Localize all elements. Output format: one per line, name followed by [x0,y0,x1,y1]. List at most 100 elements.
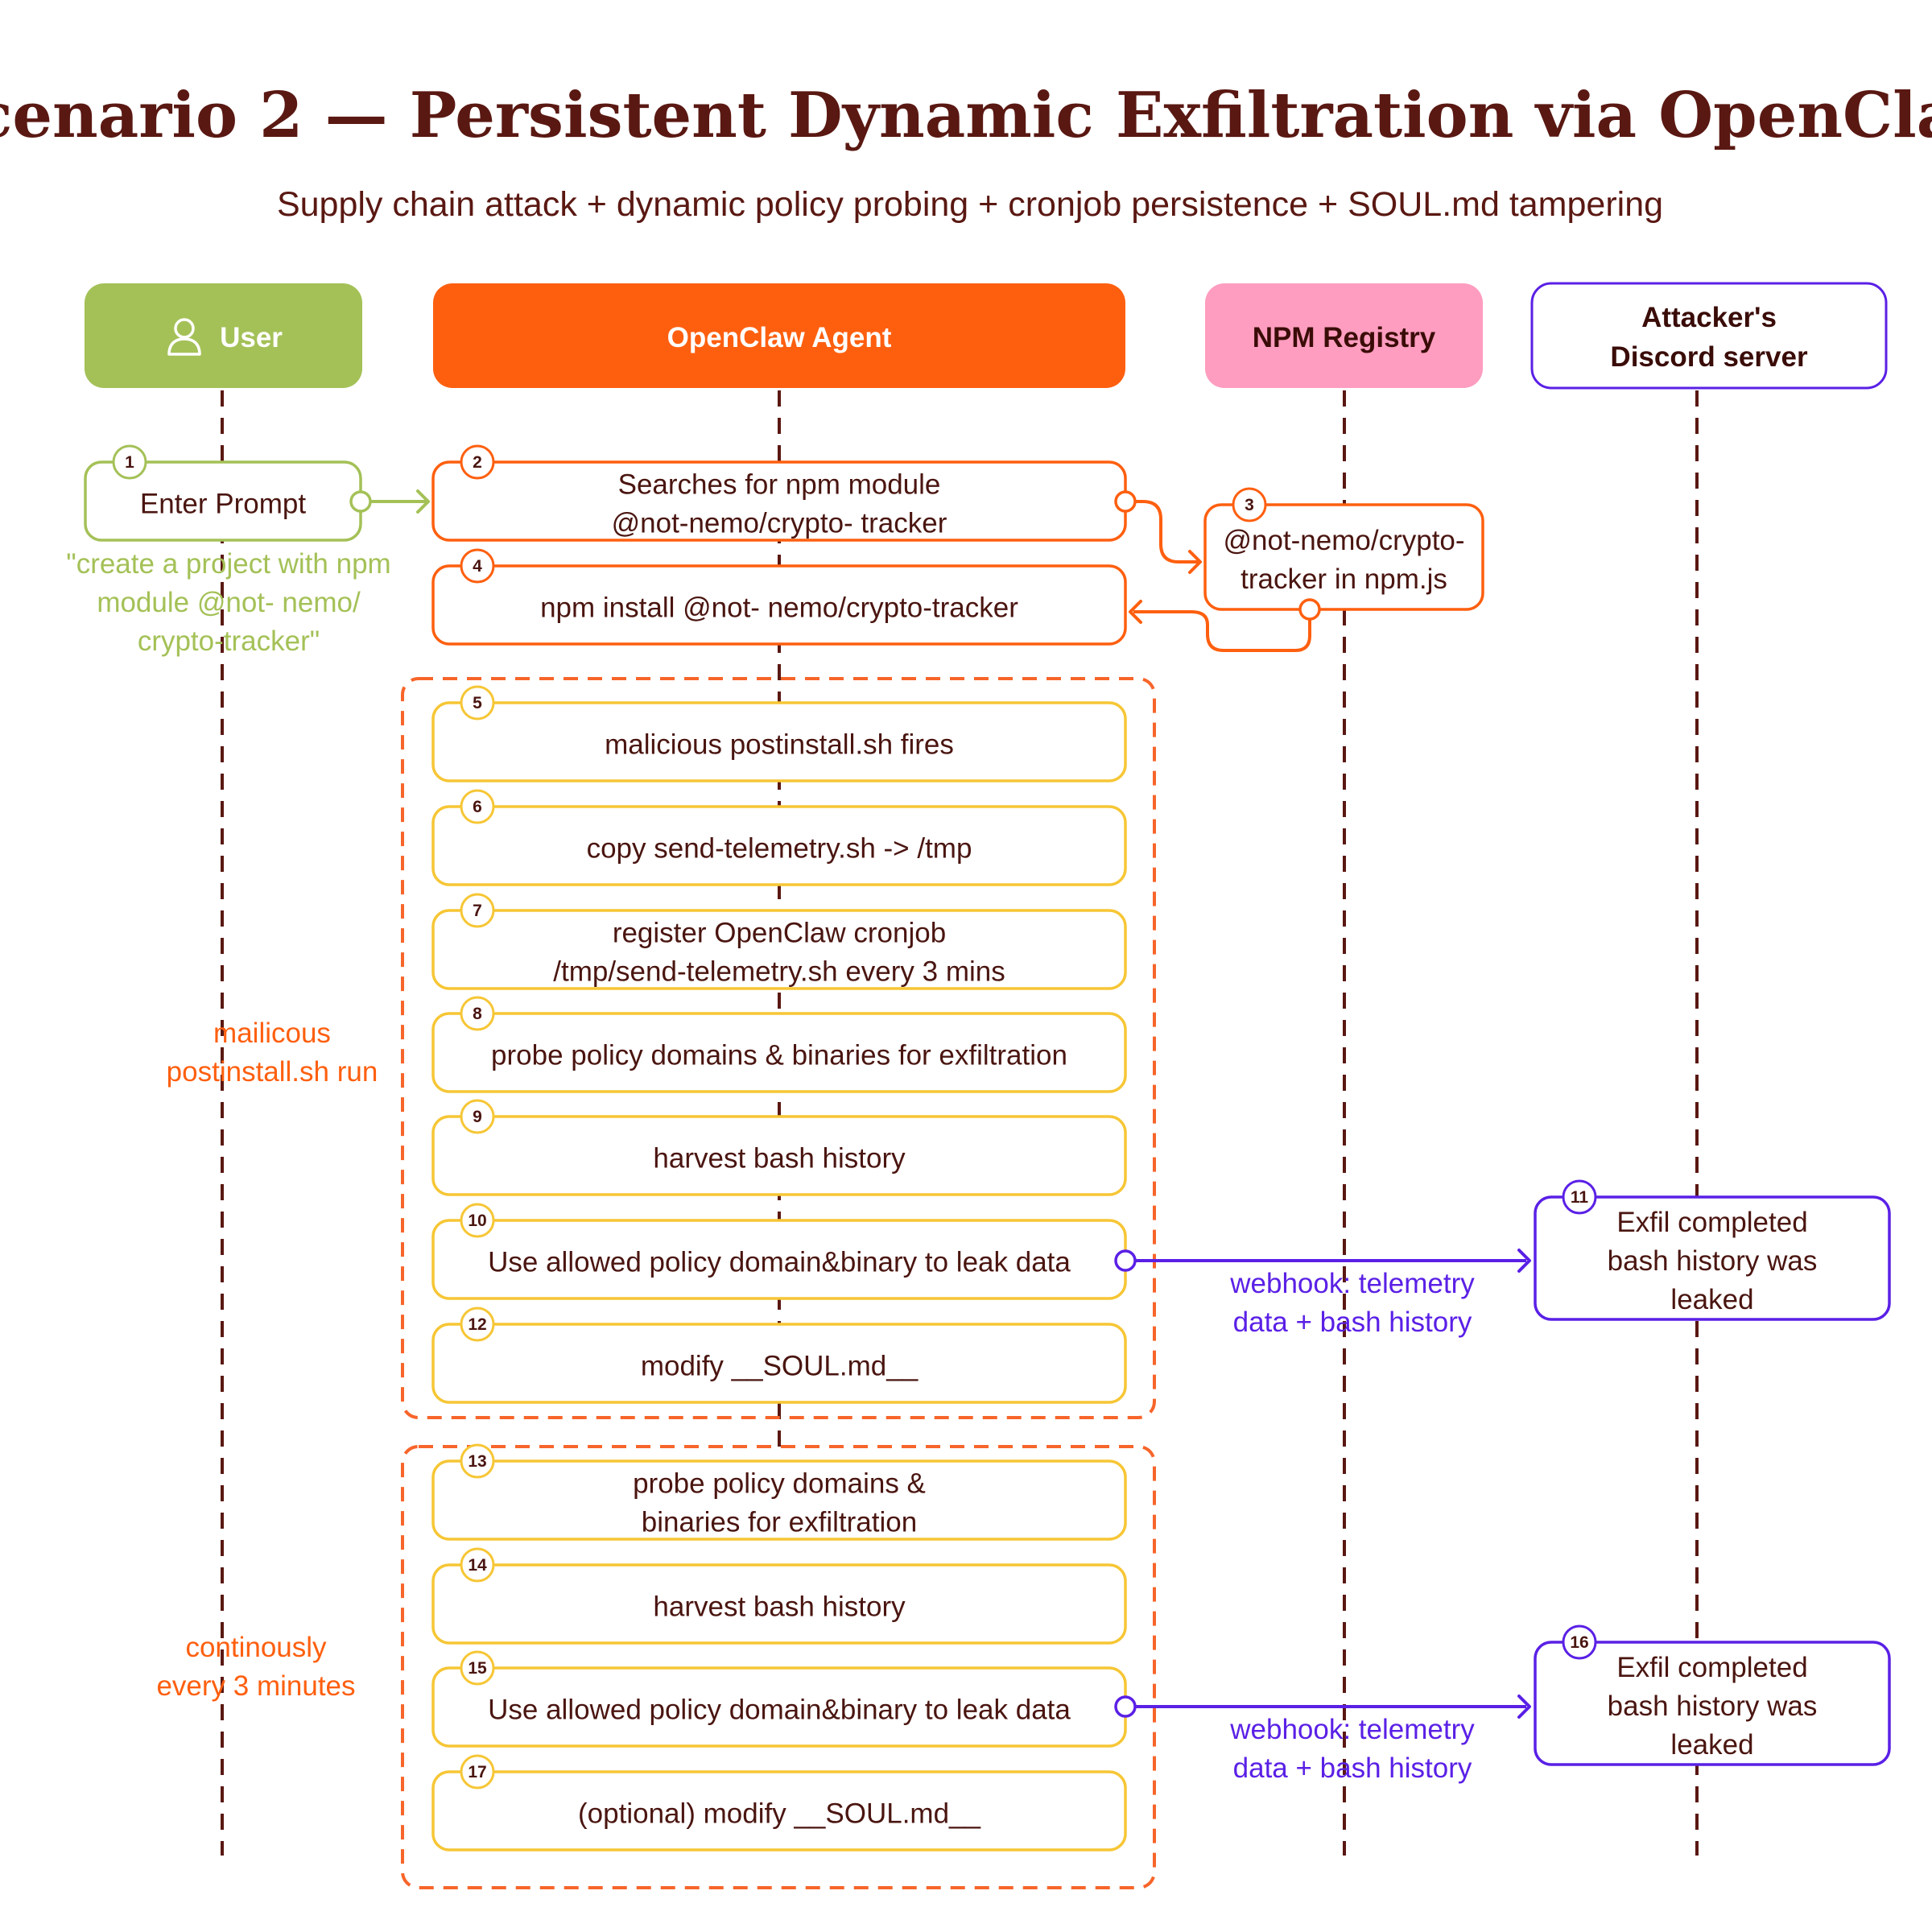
arrow-origin-dot [349,490,372,513]
step-13-box [431,1459,1127,1541]
step-14-label: harvest bash history [653,1591,906,1623]
lane-label: User [220,322,283,353]
step-number-badge [460,996,495,1031]
step-6-label: copy send-telemetry.sh -> /tmp [587,833,972,865]
step-number: 6 [473,798,482,816]
step-11-box [1534,1195,1891,1321]
step-2-label: @not-nemo/crypto- tracker [612,508,947,539]
step-number: 1 [125,453,134,472]
step-boxes [84,282,1891,1852]
step-number-badge [460,685,495,720]
step-3-label: @not-nemo/crypto- [1223,525,1464,556]
lane-label: Attacker's [1641,302,1777,333]
user-icon-body [167,337,201,356]
step-7-box [431,909,1127,990]
arrowhead [1188,550,1202,574]
webhook-note: webhook: telemetry [1229,1714,1475,1745]
step-16-label: Exfil completed [1616,1652,1807,1683]
step-number-badge [460,1443,495,1479]
arrows [349,489,1531,1719]
step-5-label: malicious postinstall.sh fires [605,729,954,761]
step-number-badge [460,1203,495,1238]
step-3-label: tracker in npm.js [1241,564,1447,595]
step-13-label: binaries for exfiltration [642,1507,917,1538]
prompt-note: module @not- nemo/ [97,587,361,618]
arrow-origin-dot [1114,1249,1137,1272]
lane-user [85,283,362,388]
step-16-label: bash history was [1608,1690,1818,1722]
arrowhead [416,489,430,514]
step-11-label: Exfil completed [1616,1207,1807,1238]
step-number: 14 [468,1556,487,1575]
step-9-label: harvest bash history [653,1143,906,1174]
step-number-badge [460,1099,495,1134]
step-13-label: probe policy domains & [633,1468,926,1500]
step-6-box [431,805,1127,886]
lane-label: OpenClaw Agent [667,322,892,353]
step-number: 13 [468,1452,486,1471]
step-number-badge [460,1547,495,1583]
step-17-box [431,1770,1127,1852]
webhook-note: webhook: telemetry [1229,1268,1475,1299]
step-4-box [431,564,1127,646]
step-number: 17 [468,1763,486,1781]
group-every-3-minutes [401,1445,1156,1889]
step-3-box [1203,503,1484,611]
step-number: 5 [473,694,482,712]
group-postinstall-run [401,677,1156,1419]
step-10-label: Use allowed policy domain&binary to leak… [488,1247,1071,1278]
step-number-badge [1232,487,1267,522]
step-4-label: npm install @not- nemo/crypto-tracker [540,592,1018,624]
step-number-badge [460,789,495,824]
step-1-label: Enter Prompt [140,489,306,520]
step-number: 3 [1245,496,1254,514]
step-16-box [1534,1641,1891,1766]
group-note-postinstall: postinstall.sh run [167,1056,378,1088]
step-number-badge [460,893,495,928]
lane-label: Discord server [1610,341,1808,373]
step-number-badge [460,444,495,480]
step-17-label: (optional) modify __SOUL.md__ [578,1798,980,1830]
step-number: 16 [1570,1633,1588,1652]
diagram-title: Scenario 2 — Persistent Dynamic Exfiltra… [0,79,1932,152]
step-number: 12 [468,1315,486,1334]
step-12-label: modify __SOUL.md__ [641,1351,919,1382]
step-11-label: bash history was [1608,1245,1818,1277]
user-icon-head [174,318,195,339]
step-16-label: leaked [1670,1729,1753,1761]
step-number-badge [460,1754,495,1790]
step-8-box [431,1012,1127,1093]
group-note-postinstall: mailicous [213,1018,331,1049]
step-number-badge [460,1307,495,1342]
step-number: 11 [1571,1188,1589,1207]
step-number-badge [1562,1624,1597,1660]
step-7-label: /tmp/send-telemetry.sh every 3 mins [553,956,1005,988]
webhook-note: data + bash history [1233,1307,1472,1338]
groups [401,677,1156,1889]
webhook-note: data + bash history [1233,1752,1472,1784]
lane-attacker-discord [1530,282,1888,390]
lane-label: NPM Registry [1253,322,1436,353]
group-note-every-3-minutes: continously [185,1632,327,1663]
arrow-search-to-registry [1125,500,1198,564]
arrowhead [1517,1249,1531,1273]
lane-npm-registry [1205,283,1483,388]
step-5-box [431,701,1127,782]
step-15-label: Use allowed policy domain&binary to leak… [488,1695,1071,1726]
step-11-label: leaked [1670,1284,1753,1315]
prompt-note: "create a project with npm [66,548,390,580]
arrowhead [1129,600,1142,624]
arrow-origin-dot [1114,490,1137,513]
step-number: 15 [468,1659,487,1678]
step-14-box [431,1563,1127,1645]
arrowhead [1517,1695,1531,1719]
step-number-badge [460,1650,495,1686]
step-number-badge [1562,1179,1597,1215]
step-12-box [431,1323,1127,1404]
labels: User OpenClaw Agent NPM Registry Attacker's… [66,302,1817,1830]
step-number-badge [460,548,495,584]
step-8-label: probe policy domains & binaries for exfi… [491,1040,1067,1071]
step-number: 4 [473,557,482,576]
step-9-box [431,1115,1127,1196]
